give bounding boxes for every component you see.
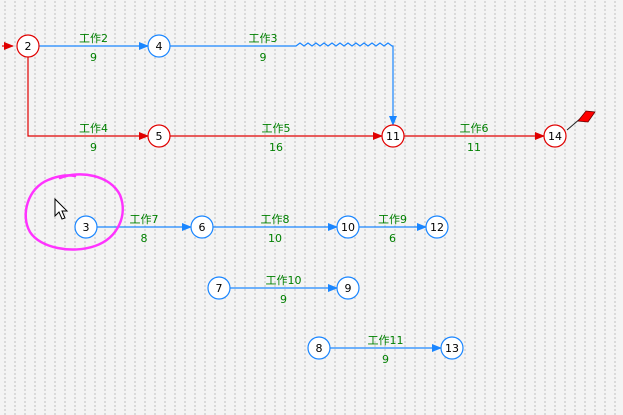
task-duration-label: 16 <box>269 141 283 154</box>
event-node-circle[interactable] <box>16 34 40 58</box>
event-node-number: 10 <box>341 221 355 234</box>
event-node-number: 4 <box>156 40 163 53</box>
event-node[interactable]: 11 <box>381 124 405 148</box>
nodes-layer: 2 4 5 11 14 3 6 10 12 7 9 8 13 <box>16 34 567 360</box>
task-name-label: 工作6 <box>460 122 489 135</box>
event-node-circle[interactable] <box>307 336 331 360</box>
event-node-number: 6 <box>199 221 206 234</box>
event-node[interactable]: 10 <box>336 215 360 239</box>
event-node[interactable]: 8 <box>307 336 331 360</box>
event-node-circle[interactable] <box>543 124 567 148</box>
task-duration-label: 9 <box>90 51 97 64</box>
event-node-circle[interactable] <box>336 276 360 300</box>
task-name-label: 工作11 <box>368 334 404 347</box>
event-node-number: 11 <box>386 130 400 143</box>
task-name-label: 工作7 <box>130 213 159 226</box>
task-name-label: 工作4 <box>79 122 108 135</box>
event-node[interactable]: 14 <box>543 124 567 148</box>
task-name-label: 工作5 <box>262 122 291 135</box>
event-node-circle[interactable] <box>381 124 405 148</box>
event-node[interactable]: 7 <box>207 276 231 300</box>
task-duration-label: 10 <box>268 232 282 245</box>
event-node-number: 3 <box>83 221 90 234</box>
task-duration-label: 9 <box>382 353 389 366</box>
event-node-number: 14 <box>548 130 562 143</box>
task-name-label: 工作3 <box>249 32 278 45</box>
annotation-circle <box>24 173 124 251</box>
task-duration-label: 8 <box>141 232 148 245</box>
event-node-circle[interactable] <box>190 215 214 239</box>
event-node-number: 13 <box>445 342 459 355</box>
event-node-number: 2 <box>25 40 32 53</box>
edges-layer <box>27 42 545 352</box>
event-node-circle[interactable] <box>425 215 449 239</box>
task-name-label: 工作10 <box>266 274 302 287</box>
event-node-number: 9 <box>345 282 352 295</box>
event-node-circle[interactable] <box>336 215 360 239</box>
event-node[interactable]: 2 <box>16 34 40 58</box>
task-duration-label: 11 <box>467 141 481 154</box>
task-duration-label: 9 <box>90 141 97 154</box>
finish-flag-icon <box>566 110 596 131</box>
task-name-label: 工作8 <box>261 213 290 226</box>
task-duration-label: 9 <box>280 293 287 306</box>
event-node-number: 7 <box>216 282 223 295</box>
event-node-circle[interactable] <box>440 336 464 360</box>
event-node-circle[interactable] <box>147 34 171 58</box>
event-node[interactable]: 4 <box>147 34 171 58</box>
event-node-circle[interactable] <box>207 276 231 300</box>
task-name-label: 工作9 <box>378 213 407 226</box>
task-duration-label: 6 <box>389 232 396 245</box>
task-name-label: 工作2 <box>79 32 108 45</box>
event-node[interactable]: 12 <box>425 215 449 239</box>
event-node[interactable]: 9 <box>336 276 360 300</box>
event-node-number: 8 <box>316 342 323 355</box>
event-node[interactable]: 6 <box>190 215 214 239</box>
task-duration-label: 9 <box>260 51 267 64</box>
mouse-cursor-icon <box>54 197 69 220</box>
task-arrow[interactable] <box>170 42 397 126</box>
event-node[interactable]: 3 <box>74 215 98 239</box>
event-node[interactable]: 5 <box>147 124 171 148</box>
task-arrow[interactable] <box>27 57 149 140</box>
event-node-number: 5 <box>156 130 163 143</box>
event-node-circle[interactable] <box>147 124 171 148</box>
event-node[interactable]: 13 <box>440 336 464 360</box>
event-node-number: 12 <box>430 221 444 234</box>
event-node-circle[interactable] <box>74 215 98 239</box>
task-labels-layer: 工作2 9 工作3 9 工作4 9 工作5 16 工作6 11 工作7 8 工作8 10 工作9 6 工作10 9… <box>79 32 489 366</box>
